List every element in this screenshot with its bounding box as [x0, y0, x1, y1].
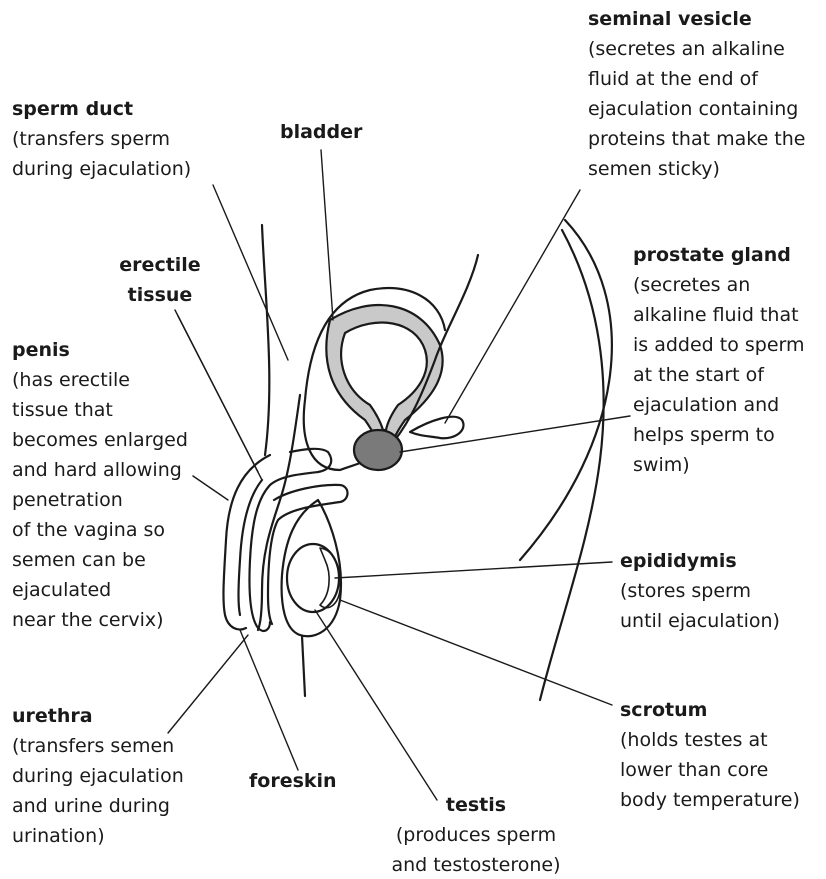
prostate-gland-desc: (secretes an alkaline fluid that is adde… — [633, 270, 805, 480]
seminal-vesicle-shape — [410, 417, 463, 438]
label-epididymis: epididymis (stores sperm until ejaculati… — [620, 546, 780, 636]
label-prostate-gland: prostate gland (secretes an alkaline flu… — [633, 240, 805, 480]
urethra-desc: (transfers semen during ejaculation and … — [12, 731, 184, 851]
leader-seminal-vesicle — [445, 190, 580, 423]
leader-foreskin — [240, 630, 298, 770]
penis-title: penis — [12, 335, 188, 365]
sperm-duct-desc: (transfers sperm during ejaculation) — [12, 124, 191, 184]
testis-title: testis — [376, 790, 576, 820]
sperm-duct-lower — [258, 395, 300, 630]
leader-lines — [168, 150, 630, 800]
label-penis: penis (has erectile tissue that becomes … — [12, 335, 188, 635]
label-seminal-vesicle: seminal vesicle (secretes an alkaline fl… — [588, 4, 806, 184]
erectile-tissue-title: erectile tissue — [110, 250, 210, 310]
label-bladder: bladder — [280, 117, 362, 147]
prostate-gland-title: prostate gland — [633, 240, 805, 270]
leader-scrotum — [340, 600, 612, 705]
seminal-vesicle-desc: (secretes an alkaline fluid at the end o… — [588, 34, 806, 184]
label-testis: testis (produces sperm and testosterone) — [376, 790, 576, 879]
abdominal-wall — [262, 225, 269, 455]
label-sperm-duct: sperm duct (transfers sperm during ejacu… — [12, 94, 191, 184]
label-foreskin: foreskin — [249, 766, 337, 796]
prostate-shape — [354, 430, 402, 470]
sperm-duct-title: sperm duct — [12, 94, 191, 124]
leader-bladder — [321, 150, 333, 320]
epididymis-desc: (stores sperm until ejaculation) — [620, 576, 780, 636]
bladder-interior — [341, 323, 427, 430]
penis-desc: (has erectile tissue that becomes enlarg… — [12, 365, 188, 635]
scrotum-desc: (holds testes at lower than core body te… — [620, 725, 800, 815]
leader-erectile-b — [178, 316, 258, 472]
seminal-vesicle-title: seminal vesicle — [588, 4, 806, 34]
scrotum-stem — [302, 636, 305, 696]
leader-penis — [193, 476, 228, 500]
leader-epididymis — [335, 562, 612, 578]
scrotum-shape — [282, 500, 341, 636]
foreskin-title: foreskin — [249, 766, 337, 796]
epididymis-title: epididymis — [620, 546, 780, 576]
buttock-outline — [540, 230, 604, 700]
leader-sperm-duct — [213, 185, 288, 360]
urethra-title: urethra — [12, 701, 184, 731]
bladder-title: bladder — [280, 117, 362, 147]
scrotum-title: scrotum — [620, 695, 800, 725]
label-scrotum: scrotum (holds testes at lower than core… — [620, 695, 800, 815]
label-urethra: urethra (transfers semen during ejaculat… — [12, 701, 184, 851]
label-erectile-tissue: erectile tissue — [110, 250, 210, 310]
testis-desc: (produces sperm and testosterone) — [376, 820, 576, 879]
